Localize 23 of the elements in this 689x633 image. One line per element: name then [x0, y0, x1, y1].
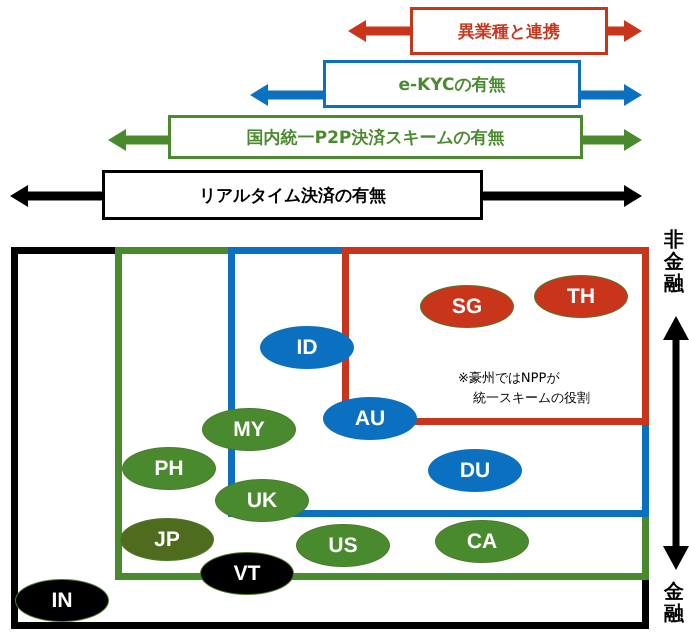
country-ellipse: DU: [428, 449, 522, 492]
axis-label: 非金融: [664, 228, 684, 294]
criterion-box: リアルタイム決済の有無: [102, 170, 483, 220]
category-region: [11, 247, 649, 629]
note-text: 統一スキームの役割: [473, 390, 590, 407]
country-ellipse: PH: [122, 447, 216, 490]
criterion-box: 異業種と連携: [410, 7, 608, 55]
country-ellipse: SG: [420, 285, 514, 328]
criterion-box: 国内統一P2P決済スキームの有無: [168, 115, 583, 159]
country-ellipse: MY: [202, 408, 296, 451]
country-ellipse: US: [296, 524, 390, 567]
category-region: [115, 247, 649, 580]
note-text: ※豪州ではNPPが: [458, 370, 560, 387]
country-ellipse: AU: [323, 397, 417, 440]
country-ellipse: TH: [534, 275, 628, 318]
country-ellipse: ID: [260, 326, 354, 369]
axis-label: 金融: [664, 580, 684, 624]
country-ellipse: CA: [435, 520, 529, 563]
country-ellipse: VT: [200, 552, 294, 595]
criterion-box: e-KYCの有無: [323, 60, 581, 108]
country-ellipse: JP: [120, 518, 214, 561]
country-ellipse: IN: [15, 579, 109, 622]
country-ellipse: UK: [215, 479, 309, 522]
